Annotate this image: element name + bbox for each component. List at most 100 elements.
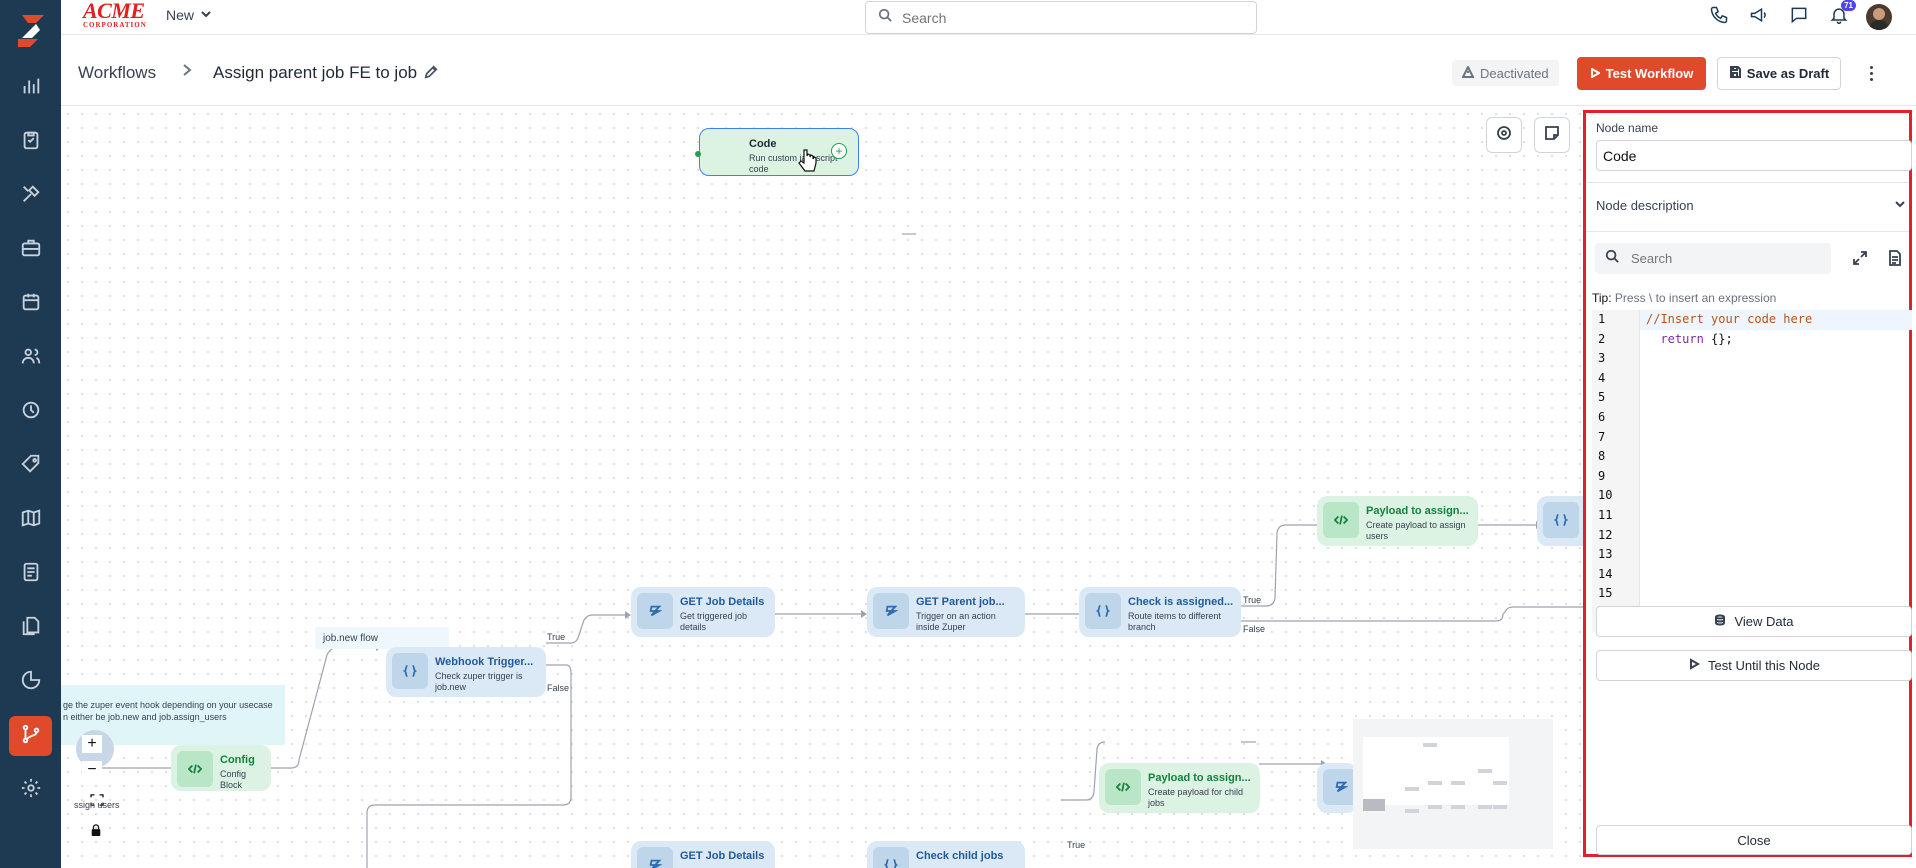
sidebar-item-settings[interactable] [9, 770, 52, 810]
code-lines[interactable]: //Insert your code here return {}; [1640, 310, 1912, 349]
sidebar-item-map[interactable] [9, 500, 52, 540]
zoom-in-button[interactable]: + [82, 735, 102, 753]
sidebar-item-dashboard[interactable] [9, 68, 52, 108]
global-search[interactable] [865, 1, 1257, 34]
logo-text: ACME [83, 0, 145, 23]
edge-label-true: True [1067, 840, 1086, 850]
workflow-canvas[interactable]: ge the zuper event hook depending on you… [61, 107, 1583, 868]
global-search-input[interactable] [902, 9, 1242, 26]
expand-editor-button[interactable] [1852, 250, 1870, 268]
node-get-parent-job[interactable]: GET Parent job...Trigger on an action in… [867, 587, 1025, 637]
canvas-settings-button[interactable] [1486, 117, 1522, 153]
notifications-button[interactable]: 71 [1826, 0, 1856, 30]
pointer-cursor-icon [797, 148, 819, 174]
view-data-button[interactable]: View Data [1596, 606, 1912, 637]
workflow-title: Assign parent job FE to job [213, 63, 418, 82]
map-icon [20, 507, 42, 534]
chat-button[interactable] [1786, 4, 1812, 30]
minimap-node [1493, 781, 1507, 785]
top-bar: ACME CORPORATION New 71 [61, 0, 1916, 34]
node-partial-right[interactable] [1537, 496, 1583, 546]
minimap[interactable] [1353, 719, 1553, 849]
code-icon [1323, 502, 1359, 538]
more-options-button[interactable] [1861, 61, 1881, 85]
sidebar-item-reports[interactable] [9, 662, 52, 702]
sidebar-item-workflows[interactable] [9, 716, 52, 756]
fit-view-icon[interactable] [90, 793, 106, 807]
node-partial-bottom[interactable] [1317, 763, 1359, 813]
node-check-child-jobs[interactable]: Check child jobs [867, 841, 1025, 868]
node-get-job-details-2[interactable]: GET Job Details [631, 841, 775, 868]
node-webhook-trigger[interactable]: Webhook Trigger...Check zuper trigger is… [386, 647, 546, 697]
minimap-node [1478, 805, 1492, 809]
chevron-down-icon [1894, 198, 1906, 213]
edit-title-button[interactable] [424, 65, 438, 79]
company-logo[interactable]: ACME CORPORATION [83, 0, 147, 29]
sidebar-item-pricing[interactable] [9, 446, 52, 486]
tip-text: Press \ to insert an expression [1614, 291, 1777, 305]
sidebar-item-jobs[interactable] [9, 230, 52, 270]
code-search[interactable] [1595, 243, 1831, 274]
new-dropdown-button[interactable]: New [166, 7, 212, 23]
phone-button[interactable] [1706, 4, 1732, 30]
node-title: Config [220, 754, 255, 766]
document-icon [1887, 250, 1903, 270]
sidebar-item-documents[interactable] [9, 608, 52, 648]
node-check-is-assigned[interactable]: Check is assigned...Route items to diffe… [1079, 587, 1241, 637]
sidebar-item-invoices[interactable] [9, 554, 52, 594]
lock-icon[interactable] [90, 823, 104, 839]
minimap-node [1493, 805, 1507, 809]
divider [1586, 231, 1909, 232]
breadcrumb-workflows[interactable]: Workflows [78, 63, 157, 82]
node-name-input[interactable] [1596, 140, 1912, 171]
sidebar-item-customers[interactable] [9, 338, 52, 378]
logo-subtext: CORPORATION [83, 21, 147, 29]
node-description: Config Block [220, 769, 247, 790]
node-description: Run custom javascript code [749, 153, 838, 174]
node-title: GET Job Details [680, 596, 765, 608]
test-workflow-button[interactable]: Test Workflow [1577, 57, 1706, 90]
close-button[interactable]: Close [1596, 825, 1912, 855]
sidebar-item-calendar[interactable] [9, 284, 52, 324]
zoom-out-button[interactable]: − [82, 761, 102, 779]
user-avatar[interactable] [1866, 4, 1892, 30]
node-description-toggle[interactable]: Node description [1596, 198, 1906, 213]
app-logo-icon[interactable] [0, 0, 61, 60]
database-icon [1714, 614, 1726, 629]
announcements-button[interactable] [1746, 4, 1772, 30]
node-payload-child[interactable]: Payload to assign...Create payload for c… [1099, 763, 1260, 813]
node-payload-assign[interactable]: Payload to assign... Create payload to as… [1317, 496, 1478, 546]
add-sticky-note-button[interactable] [1534, 117, 1570, 153]
input-handle[interactable] [695, 151, 701, 157]
briefcase-icon [20, 237, 42, 264]
node-title: Webhook Trigger... [435, 656, 534, 668]
node-description: Create payload to assign users [1366, 520, 1466, 541]
node-title: Payload to assign... [1366, 505, 1469, 517]
node-description: Get triggered job details [680, 611, 748, 632]
code-search-input[interactable] [1631, 251, 1811, 266]
node-title: Check is assigned... [1128, 596, 1234, 608]
play-icon [1688, 658, 1701, 673]
phone-icon [1709, 5, 1729, 30]
workflow-icon [20, 723, 42, 750]
expression-tip: Tip: Press \ to insert an expression [1592, 291, 1776, 305]
braces-icon [1085, 593, 1121, 629]
docs-button[interactable] [1887, 250, 1905, 268]
code-line-2[interactable]: return {}; [1640, 330, 1912, 350]
sidebar-item-tools[interactable] [9, 176, 52, 216]
add-node-button[interactable]: + [831, 143, 847, 159]
divider [1586, 182, 1909, 183]
zuper-icon [637, 593, 673, 629]
sidebar-item-timesheets[interactable] [9, 392, 52, 432]
sidebar-item-requests[interactable] [9, 122, 52, 162]
edge-label-false: False [1243, 624, 1266, 634]
clock-icon [20, 399, 42, 426]
code-icon [706, 135, 742, 171]
code-line-1[interactable]: //Insert your code here [1640, 310, 1912, 330]
save-draft-button[interactable]: Save as Draft [1717, 57, 1841, 90]
test-until-node-button[interactable]: Test Until this Node [1596, 650, 1912, 681]
